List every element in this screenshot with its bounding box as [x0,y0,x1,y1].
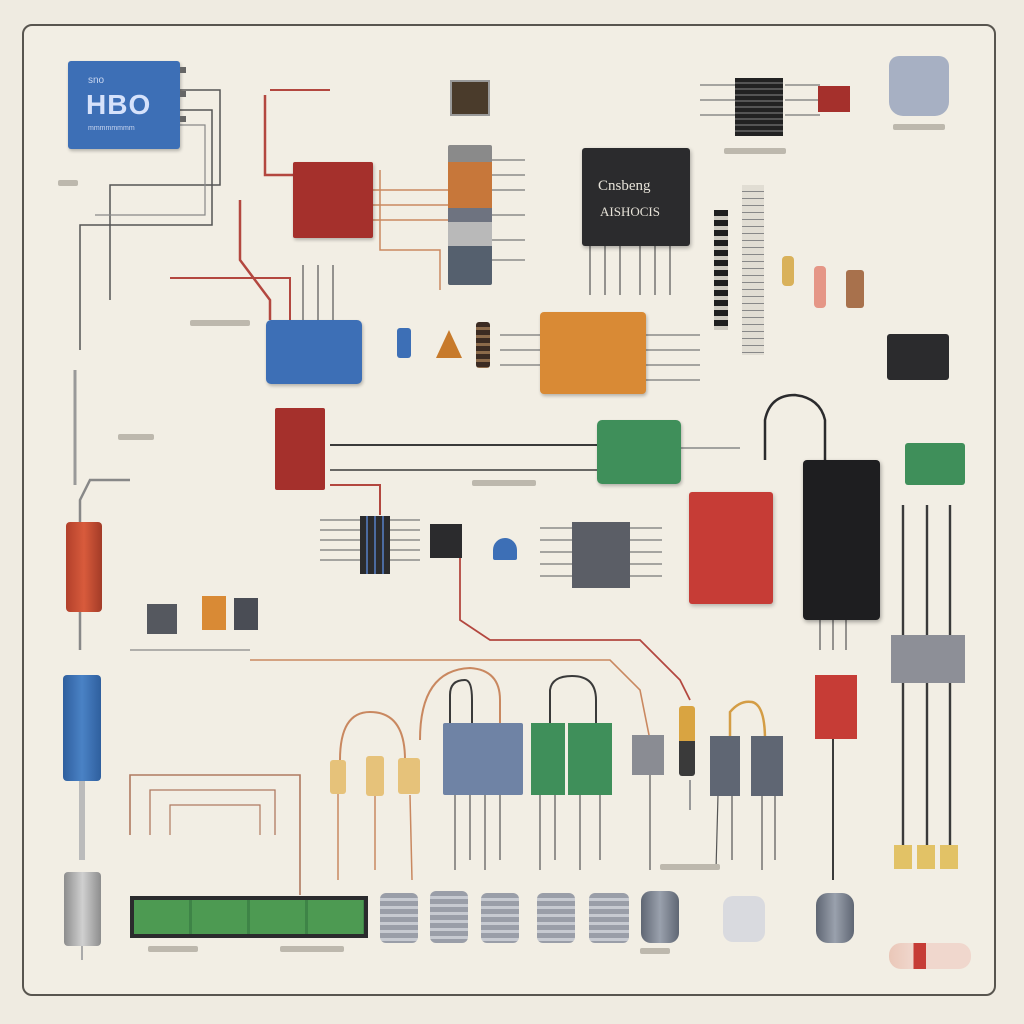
decorative-label [190,320,250,326]
blue-film-cap [443,723,523,795]
black-block-right [887,334,949,380]
green-film-cap-2 [568,723,612,795]
resistor-stack [714,210,728,330]
yellow-resistor-4 [894,845,912,869]
yellow-resistor-1 [330,760,346,794]
blue-relay [266,320,362,384]
dip-chip-top [450,80,490,116]
black-ic-line2: AISHOCIS [600,204,660,219]
red-cylinder-cap [66,522,102,612]
lcd-screen [134,900,364,934]
green-film-cap-1 [531,723,565,795]
resistor-pink [814,266,826,308]
decorative-label [893,124,945,130]
resistor-brown [846,270,864,308]
green-module [597,420,681,484]
decorative-label [640,948,670,954]
module-sub-text: mmmmmmmm [88,125,135,132]
canister-1 [380,893,418,943]
fuse-yellow [679,706,695,776]
yellow-resistor-3 [398,758,420,794]
gray-transistor-1 [710,736,740,796]
resistor-stack-2 [742,185,764,355]
black-ic-chip: Cnsbeng AISHOCIS [582,148,690,246]
canister-4 [537,893,575,943]
red-relay [293,162,373,238]
yellow-resistor-6 [940,845,958,869]
blue-module-chip: sno HBO mmmmmmmm [68,61,186,149]
striped-resistor [476,322,490,368]
clear-diode [723,896,765,942]
gray-enclosure [889,56,949,116]
lcd-display [130,896,368,938]
canister-2 [430,891,468,943]
dip-chip-gray [572,522,630,588]
decorative-label [724,148,786,154]
blue-cylinder-cap [63,675,101,781]
dark-chip-small [234,598,258,630]
red-capacitor-right [815,675,857,739]
red-small-relay [818,86,850,112]
canister-3 [481,893,519,943]
gray-bar-right [891,635,965,683]
dark-capsule [816,893,854,943]
decorative-label [58,180,78,186]
dip-chip-left [360,516,390,574]
red-ic-left [275,408,325,490]
triangle-led [436,330,462,358]
black-chip-top-right [735,78,783,136]
red-power-module [689,492,773,604]
decorative-label [118,434,154,440]
stacked-module [448,145,492,285]
resistor-yellow [782,256,794,286]
yellow-resistor-2 [366,756,384,796]
red-fuse-bottom [889,943,971,969]
gray-small-cap [632,735,664,775]
decorative-label [472,480,536,486]
orange-module [540,312,646,394]
gray-transistor-2 [751,736,783,796]
module-small-text: sno [88,75,105,86]
decorative-label [660,864,720,870]
module-big-text: HBO [86,89,152,120]
module-pin [180,67,186,73]
decorative-label [148,946,198,952]
blue-led [493,538,517,560]
small-green-chip [905,443,965,485]
yellow-resistor-5 [917,845,935,869]
transistor-dark [430,524,462,558]
black-ic-line1: Cnsbeng [598,178,651,194]
orange-chip-small [202,596,226,630]
gray-cylinder [64,872,101,946]
blue-cap-small [397,328,411,358]
canister-6 [641,891,679,943]
black-tall-module [803,460,880,620]
decorative-label [280,946,344,952]
module-pin [180,91,186,97]
gray-chip-small [147,604,177,634]
canister-5 [589,893,629,943]
module-pin [180,116,186,122]
